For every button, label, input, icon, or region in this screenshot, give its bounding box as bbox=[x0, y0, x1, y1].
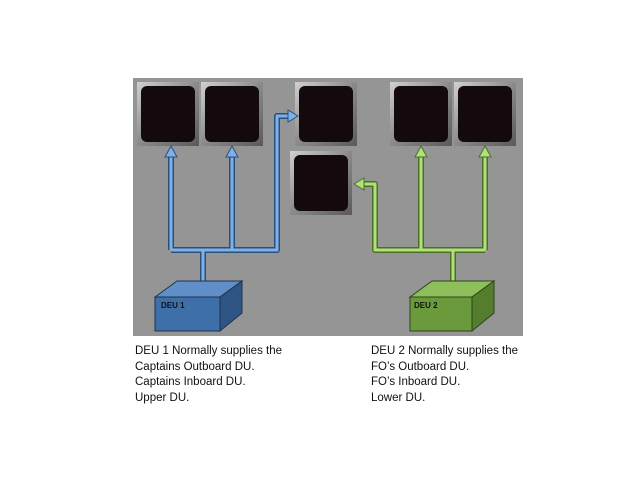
deu2-caption-line: Lower DU. bbox=[371, 391, 426, 404]
deu1-caption-line: Captains Outboard DU. bbox=[135, 360, 255, 373]
captain-outboard-du bbox=[137, 82, 199, 146]
deu1-label: DEU 1 bbox=[161, 301, 185, 310]
deu1-arrowhead-captain-outboard bbox=[164, 144, 178, 158]
deu2-unit: DEU 2 bbox=[408, 280, 496, 333]
deu1-arrowhead-captain-inboard bbox=[225, 144, 239, 158]
deu2-caption-line: FO’s Inboard DU. bbox=[371, 376, 461, 388]
deu2-supply-lines bbox=[360, 152, 488, 283]
deu1-caption-line: Upper DU. bbox=[135, 391, 190, 404]
deu1-arrowhead-upper bbox=[287, 109, 299, 123]
deu2-caption-line: FO’s Outboard DU. bbox=[371, 360, 470, 373]
deu2-caption-line: DEU 2 Normally supplies the bbox=[371, 345, 519, 357]
deu1-supply-lines bbox=[168, 113, 292, 283]
deu1-caption-line: DEU 1 Normally supplies the bbox=[135, 345, 283, 357]
captain-inboard-du bbox=[201, 82, 263, 146]
deu2-caption: DEU 2 Normally supplies the FO’s Outboar… bbox=[371, 344, 518, 406]
deu2-arrowhead-fo-inboard bbox=[414, 144, 428, 158]
deu2-arrowhead-lower bbox=[353, 177, 365, 191]
fo-inboard-du bbox=[390, 82, 452, 146]
deu1-unit: DEU 1 bbox=[153, 280, 244, 333]
fo-outboard-du bbox=[454, 82, 516, 146]
deu1-caption: DEU 1 Normally supplies the Captains Out… bbox=[135, 344, 282, 406]
upper-du bbox=[295, 82, 357, 146]
lower-du bbox=[290, 151, 352, 215]
deu1-caption-line: Captains Inboard DU. bbox=[135, 376, 246, 388]
deu2-label: DEU 2 bbox=[414, 301, 438, 310]
deu2-arrowhead-fo-outboard bbox=[478, 144, 492, 158]
